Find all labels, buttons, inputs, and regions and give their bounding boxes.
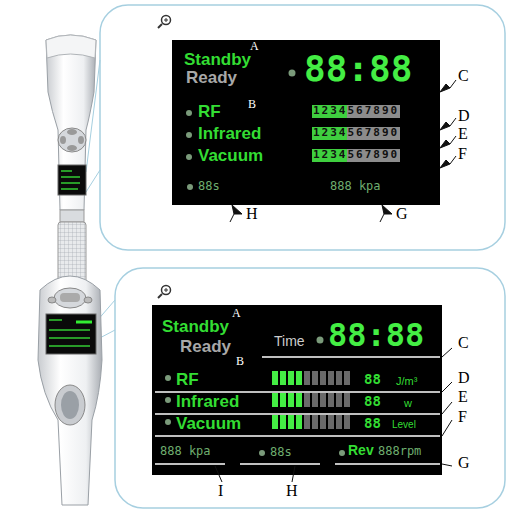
lcd-panel: StandbyAReadyB88:88RF1234567890Infrared1… [172,40,440,205]
level-scale: 1234567890 [312,105,400,118]
callout-letter: E [458,125,468,143]
unit-label: w [404,397,412,410]
level-segment [336,393,342,407]
mode-label: RF [198,102,221,122]
callout-letter: G [458,454,470,472]
zoom-bubble [100,5,505,250]
timer-readout: 88s [270,446,292,460]
device-handpiece [46,35,96,290]
level-bar [272,371,350,429]
level-segment [296,415,302,429]
level-segment [304,371,310,385]
level-segment [312,371,318,385]
level-segment [344,415,350,429]
callout-letter: D [458,369,470,387]
callout-letter: E [458,388,468,406]
level-segment [272,371,278,385]
lcd-panel: StandbyA ReadyB Time 88:88RF 88 J/m³ Infrared 8… [152,305,442,475]
level-segment [280,415,286,429]
level-segment [304,393,310,407]
lcd-panel [172,40,440,205]
zoom-bubble: CDEF G I H StandbyA ReadyB Time 88:88RF 88 J/m³ In… [115,268,505,508]
callout-letter: F [458,408,467,426]
zoom-icon [158,16,171,299]
mode-label: Standby [184,50,251,70]
device-handpiece [38,276,102,505]
callout-letter: B [236,355,244,369]
value-readout: 88 [364,393,381,409]
speed-readout: 888rpm [378,445,421,459]
level-segment [312,415,318,429]
level-segment [344,371,350,385]
callout-letter: H [286,482,298,500]
callout-letter: I [218,482,223,500]
mode-label: Ready [186,68,237,88]
level-segment [304,415,310,429]
value-readout: 88 [364,415,381,431]
segment-display: 88:88 [328,317,424,354]
level-segment [328,371,334,385]
callout-letter: B [248,98,256,112]
lcd-panel [152,305,442,475]
callout-arrow [230,80,456,222]
callout-letter: F [458,145,467,163]
level-segment [312,393,318,407]
level-segment [344,393,350,407]
level-segment [336,371,342,385]
callout-letter: D [458,107,470,125]
segment-display: 88:88 [304,48,412,89]
level-segment [328,393,334,407]
mode-label: Infrared [198,124,261,144]
level-segment [272,393,278,407]
level-scale: 1234567890 [312,149,400,162]
level-segment [320,371,326,385]
callout-letter: C [458,334,469,352]
level-segment [280,393,286,407]
callout-letter: H [246,205,258,223]
level-segment [320,393,326,407]
display-label: Rev [348,442,374,458]
level-segment [280,371,286,385]
level-segment [288,415,294,429]
unit-label: J/m³ [396,375,417,388]
level-scale: 1234567890 [312,127,400,140]
mode-label: Vacuum [176,414,241,434]
mode-label: Ready [180,337,231,357]
level-segment [336,415,342,429]
level-segment [296,371,302,385]
mode-label: Vacuum [198,146,263,166]
callout-letter: A [250,40,259,54]
indicator-dot [186,70,296,191]
level-segment [320,415,326,429]
level-segment [288,393,294,407]
indicator-dot [165,337,345,457]
zoom-bubble [115,268,505,508]
value-readout: 88 [364,371,381,387]
display-label: Time [274,333,305,349]
zoom-bubble: CDEFGHStandbyAReadyB88:88RF1234567890Inf… [100,5,505,250]
pressure-readout: 888 kpa [160,445,211,459]
leader-line [155,357,440,464]
mode-label: Infrared [176,392,239,412]
level-segment [272,415,278,429]
mode-label: Standby [162,317,229,337]
level-segment [296,393,302,407]
level-segment [328,415,334,429]
timer-readout: 88s [198,180,220,194]
pressure-readout: 888 kpa [330,180,381,194]
callout-letter: A [232,307,241,321]
level-segment [288,371,294,385]
mode-label: RF [176,370,199,390]
callout-arrow [215,348,452,482]
callout-letter: G [396,205,408,223]
unit-label: Level [392,419,416,431]
callout-letter: C [458,67,469,85]
